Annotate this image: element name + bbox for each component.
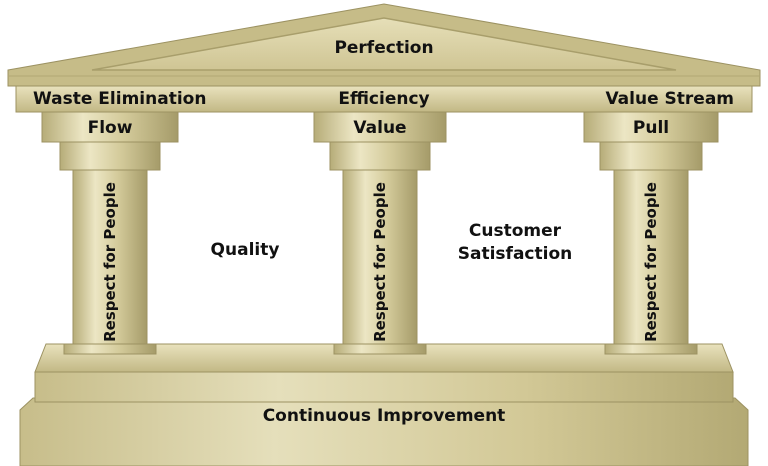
capital-label-left: Flow — [87, 118, 133, 138]
beam-label-center: Efficiency — [338, 89, 430, 109]
pillar-left-base — [63, 343, 157, 355]
space-label-left: Quality — [210, 240, 280, 260]
foundation-bottom-step — [19, 397, 749, 466]
foundation — [19, 343, 749, 466]
beam-label-right: Value Stream — [605, 89, 734, 109]
roof — [7, 3, 761, 87]
space-label-right-line1: Customer — [468, 221, 562, 241]
pillar-right-shaft — [613, 169, 689, 353]
pillar-right-base — [604, 343, 698, 355]
pillar-left-shaft — [72, 169, 148, 353]
capital-label-right: Pull — [632, 118, 670, 138]
foundation-top-step — [34, 343, 734, 373]
foundation-label: Continuous Improvement — [262, 406, 506, 426]
pillar-label-center: Respect for People — [371, 182, 389, 342]
pillar-right-capital — [583, 111, 719, 143]
roof-inner — [91, 17, 677, 71]
beam — [15, 85, 753, 113]
pillar-label-left: Respect for People — [101, 182, 119, 342]
capital-label-center: Value — [353, 118, 407, 138]
pillar-center-capital-lower — [329, 141, 431, 171]
pillar-label-right: Respect for People — [642, 182, 660, 342]
roof-title: Perfection — [334, 38, 434, 58]
pillar-right — [583, 111, 719, 355]
beam-label-left: Waste Elimination — [33, 89, 207, 109]
pillar-center — [313, 111, 447, 355]
space-label-right-line2: Satisfaction — [457, 244, 573, 264]
pillar-center-base — [333, 343, 427, 355]
pillar-left — [41, 111, 179, 355]
